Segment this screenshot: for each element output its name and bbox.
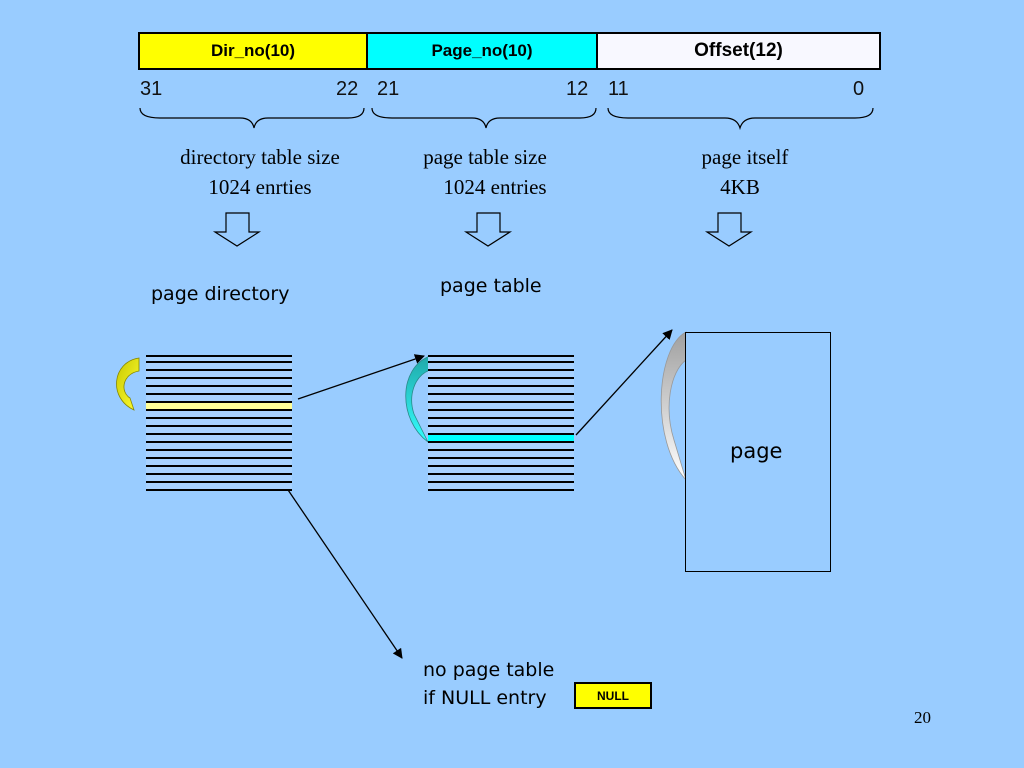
table-entry xyxy=(146,379,292,387)
null-badge-label: NULL xyxy=(597,688,629,703)
table-entry xyxy=(428,395,574,403)
table-entry xyxy=(428,419,574,427)
table-entry xyxy=(428,443,574,451)
offset-description: page itself 4KB xyxy=(645,142,845,202)
table-entry xyxy=(146,411,292,419)
page-table-table xyxy=(428,355,574,491)
table-entry xyxy=(428,355,574,363)
table-entry xyxy=(146,459,292,467)
cyan-curved-arrow-icon xyxy=(405,355,431,443)
table-entry xyxy=(146,435,292,443)
table-entry xyxy=(428,427,574,435)
bit-21: 21 xyxy=(377,78,400,100)
dir-description: directory table size 1024 enrties xyxy=(150,142,370,202)
dir-to-table-arrow xyxy=(297,354,425,400)
down-arrow-icon xyxy=(463,212,513,247)
table-entry xyxy=(146,419,292,427)
page-box-label: page xyxy=(730,439,783,463)
table-entry xyxy=(428,475,574,483)
table-entry xyxy=(146,355,292,363)
table-entry xyxy=(428,459,574,467)
table-entry xyxy=(428,403,574,411)
highlighted-entry xyxy=(428,435,574,443)
slide-number: 20 xyxy=(914,708,931,727)
address-format-bar xyxy=(138,32,881,70)
offset-label: Offset(12) xyxy=(694,40,783,61)
null-badge: NULL xyxy=(574,682,652,709)
table-entry xyxy=(428,379,574,387)
table-entry xyxy=(146,475,292,483)
table-entry xyxy=(428,363,574,371)
table-entry xyxy=(428,387,574,395)
no-page-table-line2: if NULL entry xyxy=(423,687,547,709)
page-directory-table xyxy=(146,355,292,491)
offset-desc-line2: 4KB xyxy=(720,175,760,199)
table-entry xyxy=(146,467,292,475)
bit-0: 0 xyxy=(853,78,865,100)
page-table-label: page table xyxy=(440,275,542,297)
bit-11: 11 xyxy=(608,78,629,100)
table-entry xyxy=(428,411,574,419)
page-desc-line1: page table size xyxy=(423,145,547,169)
table-entry xyxy=(146,387,292,395)
no-page-table-line1: no page table xyxy=(423,659,555,681)
brace-page xyxy=(371,107,597,129)
brace-dir xyxy=(139,107,365,129)
bit-31: 31 xyxy=(140,78,163,100)
no-page-table-note: no page table if NULL entry xyxy=(423,656,554,712)
highlighted-entry xyxy=(146,403,292,411)
table-entry xyxy=(146,395,292,403)
brace-offset xyxy=(607,107,874,131)
down-arrow-icon xyxy=(704,212,754,247)
table-entry xyxy=(146,427,292,435)
dir-no-label: Dir_no(10) xyxy=(210,41,296,60)
table-entry xyxy=(146,443,292,451)
table-entry xyxy=(146,483,292,491)
yellow-curved-arrow-icon xyxy=(116,357,140,411)
page-no-field: Page_no(10) xyxy=(368,34,598,68)
page-no-label: Page_no(10) xyxy=(431,41,533,60)
null-entry-arrow xyxy=(283,483,403,659)
offset-desc-line1: page itself xyxy=(701,145,789,169)
table-entry xyxy=(146,451,292,459)
down-arrow-icon xyxy=(212,212,262,247)
table-entry xyxy=(428,483,574,491)
page-directory-label: page directory xyxy=(151,283,290,305)
table-to-page-arrow xyxy=(575,329,673,436)
dir-no-field: Dir_no(10) xyxy=(140,34,368,68)
page-box: page xyxy=(685,332,831,572)
table-entry xyxy=(428,451,574,459)
table-entry xyxy=(428,467,574,475)
gray-curved-arrow-icon xyxy=(660,331,687,481)
page-desc-line2: 1024 entries xyxy=(443,175,547,199)
bit-12: 12 xyxy=(566,78,589,100)
dir-desc-line2: 1024 enrties xyxy=(208,175,312,199)
offset-field: Offset(12) xyxy=(598,34,879,68)
dir-desc-line1: directory table size xyxy=(180,145,340,169)
table-entry xyxy=(428,371,574,379)
table-entry xyxy=(146,363,292,371)
table-entry xyxy=(146,371,292,379)
page-description: page table size 1024 entries xyxy=(380,142,590,202)
bit-22: 22 xyxy=(336,78,359,100)
